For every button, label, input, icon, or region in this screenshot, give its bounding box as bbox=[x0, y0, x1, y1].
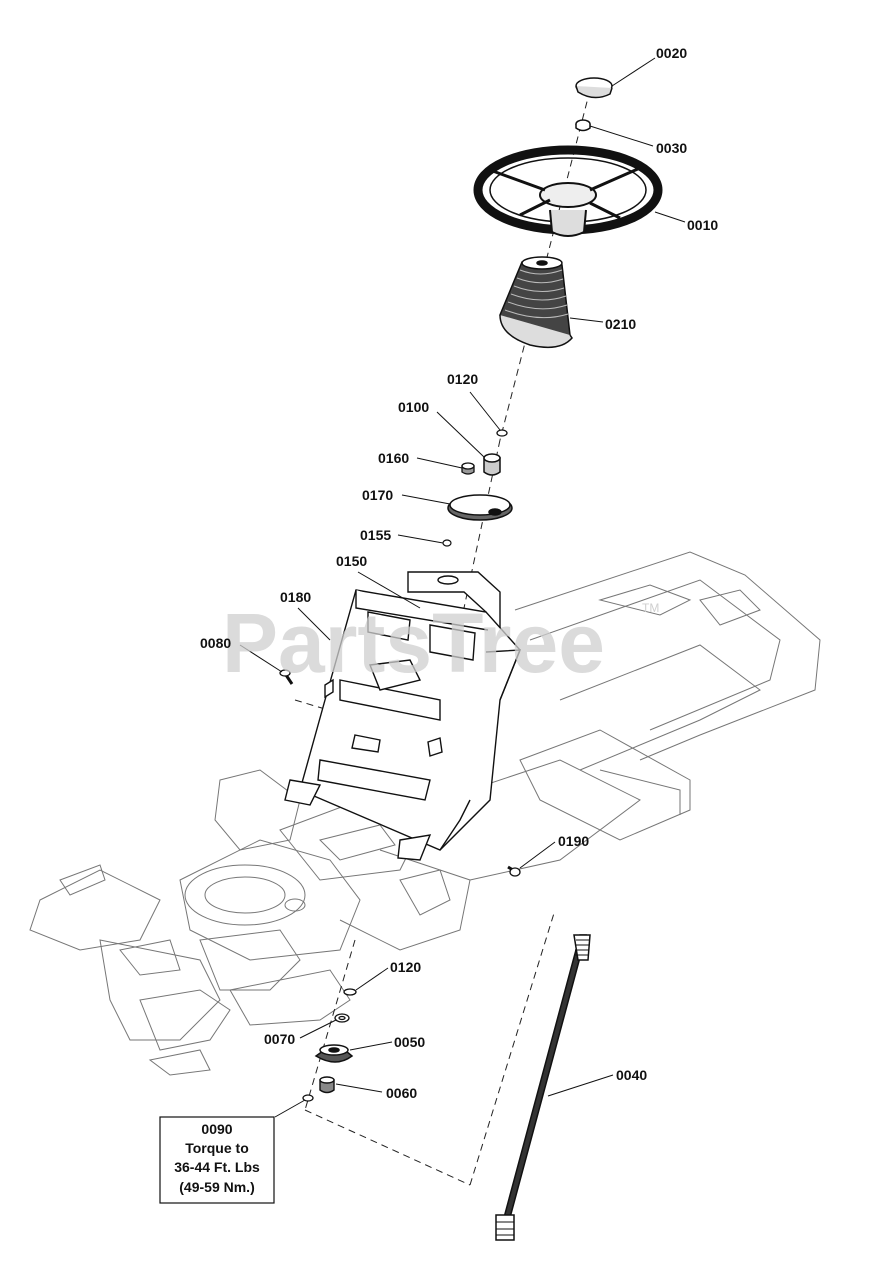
callout-0160: 0160 bbox=[378, 450, 409, 466]
torque-part-number: 0090 bbox=[201, 1121, 232, 1137]
callout-0120-lower: 0120 bbox=[390, 959, 421, 975]
callout-0155: 0155 bbox=[360, 527, 391, 543]
callout-0170: 0170 bbox=[362, 487, 393, 503]
tractor-frame bbox=[29, 551, 821, 1076]
part-0210-boot bbox=[499, 256, 573, 349]
callout-0120-upper: 0120 bbox=[447, 371, 478, 387]
callout-labels: 0020 0030 0010 0210 0120 0100 0160 0170 … bbox=[200, 45, 718, 1101]
part-0120-upper-clip bbox=[496, 429, 508, 437]
callout-0190: 0190 bbox=[558, 833, 589, 849]
part-0020-cap bbox=[575, 77, 613, 99]
part-0090-nut bbox=[302, 1094, 314, 1102]
leader-lines bbox=[239, 57, 686, 1118]
part-0180-console bbox=[284, 571, 522, 861]
callout-0030: 0030 bbox=[656, 140, 687, 156]
part-0010-steering-wheel bbox=[473, 145, 663, 237]
callout-0050: 0050 bbox=[394, 1034, 425, 1050]
watermark-tm: TM bbox=[642, 601, 659, 615]
callout-0180: 0180 bbox=[280, 589, 311, 605]
callout-0070: 0070 bbox=[264, 1031, 295, 1047]
callout-0210: 0210 bbox=[605, 316, 636, 332]
torque-line-3: (49-59 Nm.) bbox=[179, 1179, 254, 1195]
callout-0010: 0010 bbox=[687, 217, 718, 233]
part-0160-spacer bbox=[461, 462, 475, 475]
watermark: PartsTree bbox=[222, 596, 605, 690]
part-0120-lower-clip bbox=[343, 988, 357, 996]
part-0080-bolt bbox=[279, 669, 294, 685]
callout-0100: 0100 bbox=[398, 399, 429, 415]
torque-line-1: Torque to bbox=[185, 1140, 249, 1156]
part-0040-steering-shaft bbox=[495, 934, 591, 1241]
torque-line-2: 36-44 Ft. Lbs bbox=[174, 1159, 260, 1175]
callout-0060: 0060 bbox=[386, 1085, 417, 1101]
callout-0080: 0080 bbox=[200, 635, 231, 651]
part-0170-plate bbox=[447, 494, 513, 521]
part-0155-nut bbox=[442, 539, 452, 547]
part-0050-bearing bbox=[314, 1044, 354, 1063]
callout-0040: 0040 bbox=[616, 1067, 647, 1083]
part-0030-nut bbox=[575, 119, 591, 132]
callout-0150: 0150 bbox=[336, 553, 367, 569]
part-0060-bushing bbox=[319, 1076, 335, 1094]
torque-note-box: 0090 Torque to 36-44 Ft. Lbs (49-59 Nm.) bbox=[159, 1116, 275, 1204]
part-0190-bolt bbox=[507, 865, 521, 877]
part-0100-bushing bbox=[483, 453, 501, 476]
part-0070-washer bbox=[334, 1013, 350, 1023]
callout-0020: 0020 bbox=[656, 45, 687, 61]
